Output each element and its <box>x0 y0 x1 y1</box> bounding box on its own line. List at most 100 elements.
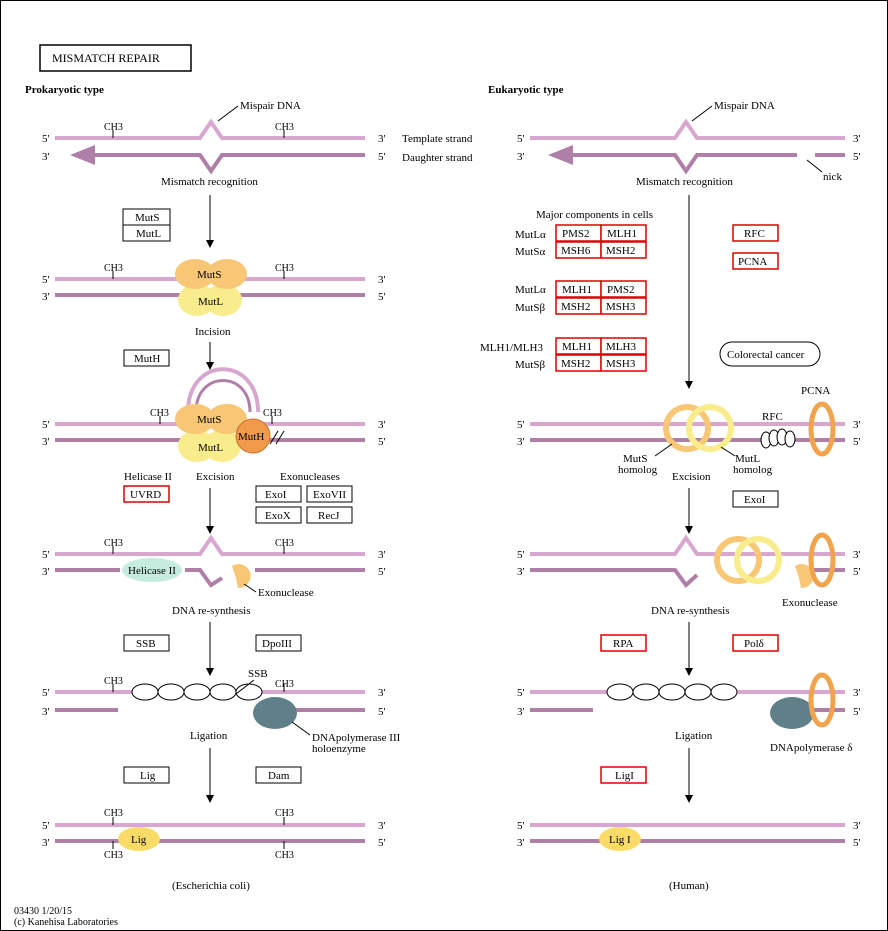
rfc-gene-box[interactable] <box>732 224 779 242</box>
dna-polymerase-delta-label: DNApolymerase δ <box>770 742 852 754</box>
svg-text:MutSβ: MutSβ <box>515 302 545 314</box>
svg-text:5': 5' <box>42 687 50 699</box>
svg-text:MLH3: MLH3 <box>606 341 636 353</box>
mutl-gene-box[interactable] <box>122 224 171 242</box>
svg-text:MutL: MutL <box>136 228 161 240</box>
svg-text:LigI: LigI <box>615 770 634 782</box>
svg-text:3': 3' <box>378 549 386 561</box>
msh3-gene-box-2[interactable] <box>600 354 647 372</box>
svg-text:5': 5' <box>378 291 386 303</box>
svg-text:Lig: Lig <box>140 770 156 782</box>
svg-text:PMS2: PMS2 <box>607 284 635 296</box>
muth-blob <box>235 418 271 454</box>
muth-gene-box[interactable] <box>123 349 170 367</box>
svg-text:Helicase II: Helicase II <box>128 565 176 577</box>
template-strand-label: Template strand <box>402 133 473 145</box>
major-components-label: Major components in cells <box>536 209 653 221</box>
pold-gene-box[interactable] <box>732 634 779 652</box>
lig-i-blob <box>599 827 641 851</box>
ssb-gene-box[interactable] <box>123 634 170 652</box>
svg-text:ExoVII: ExoVII <box>313 489 346 501</box>
svg-text:CH3: CH3 <box>263 408 282 419</box>
msh3-gene-box[interactable] <box>600 297 647 315</box>
footer-code: 03430 1/20/15 <box>14 906 72 917</box>
svg-text:CH3: CH3 <box>275 850 294 861</box>
svg-text:5': 5' <box>42 274 50 286</box>
svg-text:5': 5' <box>517 820 525 832</box>
svg-text:MutSβ: MutSβ <box>515 359 545 371</box>
svg-text:MutS: MutS <box>623 453 647 465</box>
rfc-complex <box>760 428 796 449</box>
svg-text:SSB: SSB <box>136 638 156 650</box>
rpa-gene-box[interactable] <box>600 634 647 652</box>
svg-text:MSH2: MSH2 <box>561 301 590 313</box>
svg-text:CH3: CH3 <box>104 850 123 861</box>
svg-text:5': 5' <box>378 706 386 718</box>
svg-text:MSH2: MSH2 <box>606 245 635 257</box>
svg-text:CH3: CH3 <box>275 263 294 274</box>
colorectal-cancer-link[interactable] <box>719 341 821 367</box>
svg-text:3': 3' <box>517 151 525 163</box>
svg-text:MLH1: MLH1 <box>562 284 592 296</box>
svg-text:3': 3' <box>378 687 386 699</box>
svg-text:3': 3' <box>42 566 50 578</box>
euk-exonuclease-label: Exonuclease <box>782 597 838 609</box>
exox-gene-box[interactable] <box>255 506 302 524</box>
euk-step-recognition: Mismatch recognition <box>636 176 733 188</box>
euk-exoi-gene-box[interactable] <box>732 490 779 508</box>
euk-step-resynthesis: DNA re-synthesis <box>651 605 730 617</box>
svg-text:3': 3' <box>42 151 50 163</box>
svg-text:3': 3' <box>517 837 525 849</box>
svg-text:MLH1/MLH3: MLH1/MLH3 <box>480 342 543 354</box>
mlh3-gene-box[interactable] <box>600 337 647 355</box>
svg-text:PMS2: PMS2 <box>562 228 590 240</box>
footer-copyright: (c) Kanehisa Laboratories <box>14 917 118 928</box>
euk-mispair-label: Mispair DNA <box>714 100 775 112</box>
svg-text:5': 5' <box>517 687 525 699</box>
svg-text:MutL: MutL <box>198 442 223 454</box>
svg-text:Polδ: Polδ <box>744 638 764 650</box>
mlh1-gene-box[interactable] <box>600 224 647 242</box>
svg-text:MutSα: MutSα <box>515 246 545 258</box>
svg-text:CH3: CH3 <box>275 122 294 133</box>
svg-text:5': 5' <box>42 549 50 561</box>
prok-mispair-dna <box>55 118 365 175</box>
dna-polymerase-delta-blob <box>770 697 814 729</box>
msh2-gene-box[interactable] <box>600 241 647 259</box>
svg-text:3': 3' <box>378 274 386 286</box>
prok-step-excision: Excision <box>196 471 235 483</box>
ssb-label: SSB <box>248 668 268 680</box>
exovii-gene-box[interactable] <box>306 485 353 503</box>
rfc-label: RFC <box>762 411 783 423</box>
nick-label: nick <box>823 171 842 183</box>
svg-text:3': 3' <box>42 837 50 849</box>
svg-text:5': 5' <box>853 837 861 849</box>
uvrd-gene-box[interactable] <box>123 485 170 503</box>
svg-text:CH3: CH3 <box>104 676 123 687</box>
dpoiii-gene-box[interactable] <box>255 634 302 652</box>
dna-polymerase-iii-label: DNApolymerase III <box>312 732 401 744</box>
muts-homolog-ring <box>663 404 711 452</box>
svg-text:3': 3' <box>378 419 386 431</box>
svg-text:MutS: MutS <box>135 212 159 224</box>
ligi-gene-box[interactable] <box>600 766 647 784</box>
exoi-gene-box[interactable] <box>255 485 302 503</box>
svg-text:MSH3: MSH3 <box>606 358 636 370</box>
recj-gene-box[interactable] <box>306 506 353 524</box>
svg-text:3': 3' <box>517 436 525 448</box>
svg-text:RFC: RFC <box>744 228 765 240</box>
pms2-gene-box-2[interactable] <box>600 280 647 298</box>
svg-text:5': 5' <box>42 133 50 145</box>
svg-text:MutLα: MutLα <box>515 229 546 241</box>
svg-text:5': 5' <box>378 837 386 849</box>
dna-polymerase-iii-blob <box>253 697 297 729</box>
euk-exonuclease-blob <box>795 564 814 589</box>
pcna-label: PCNA <box>801 385 830 397</box>
svg-text:ExoI: ExoI <box>744 494 766 506</box>
pcna-gene-box[interactable] <box>732 252 779 270</box>
euk-step-ligation: Ligation <box>675 730 713 742</box>
lig-gene-box[interactable] <box>123 766 170 784</box>
dam-gene-box[interactable] <box>255 766 302 784</box>
svg-text:5': 5' <box>853 151 861 163</box>
